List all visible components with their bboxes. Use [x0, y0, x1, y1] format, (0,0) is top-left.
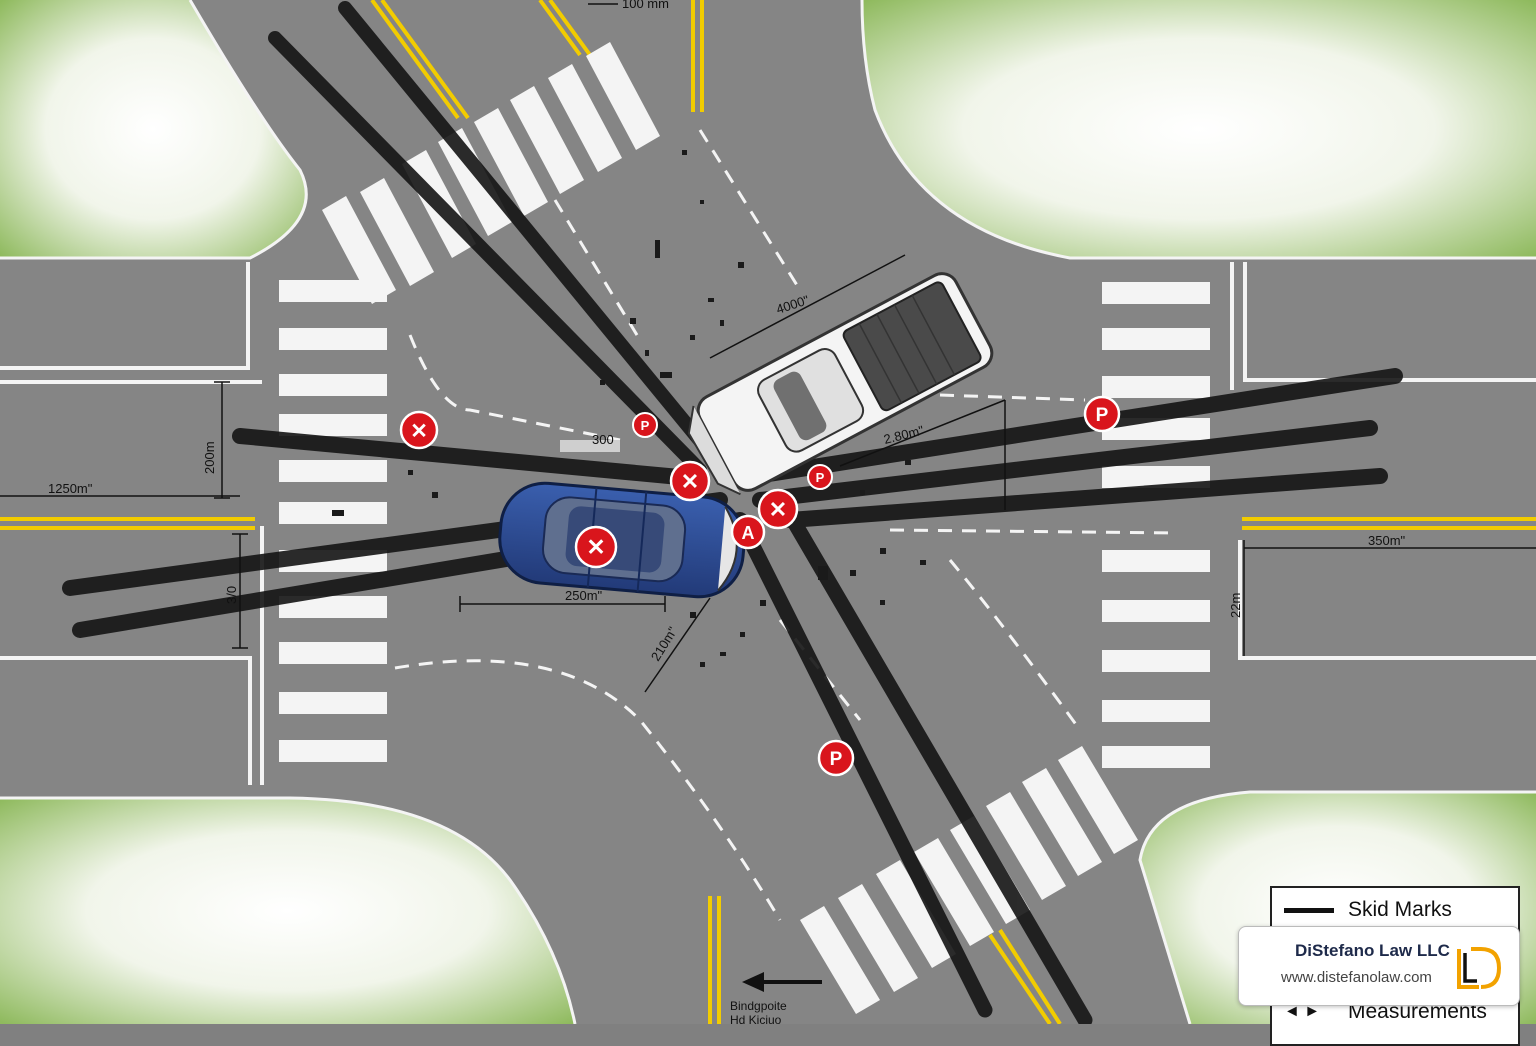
road-text: Bindgpoite — [730, 999, 787, 1013]
road-text: Hd Kiciuo — [730, 1013, 782, 1024]
svg-text:P: P — [641, 418, 650, 433]
a-marker: A — [730, 514, 766, 550]
measurement-label: 300 — [592, 432, 614, 447]
dashed-guides — [394, 129, 1176, 921]
blue-car — [498, 481, 746, 599]
brand-url: www.distefanolaw.com — [1281, 969, 1432, 986]
svg-text:P: P — [1096, 405, 1109, 426]
p-marker: P — [817, 739, 855, 777]
svg-text:P: P — [816, 470, 825, 485]
skid-marks — [62, 1, 1403, 1024]
legend-skid-label: Skid Marks — [1348, 898, 1452, 921]
legend-skid-marks: Skid Marks — [1284, 898, 1452, 922]
x-marker: ✕ — [399, 410, 439, 450]
svg-text:✕: ✕ — [681, 469, 699, 494]
x-marker: ✕ — [574, 525, 618, 569]
measurement-lines — [0, 3, 1536, 693]
white-truck — [687, 272, 994, 496]
grass-top-right — [862, 0, 1536, 258]
direction-arrow — [742, 972, 822, 992]
measurement-label: 350m" — [1368, 533, 1406, 548]
crosswalk-north — [322, 42, 660, 304]
measurement-label: 100 mm — [622, 0, 669, 11]
crosswalk-south — [800, 746, 1138, 1014]
brand-name: DiStefano Law LLC — [1295, 941, 1450, 960]
svg-text:✕: ✕ — [769, 497, 787, 522]
crosswalk-east — [1102, 282, 1210, 768]
brand-logo-icon — [1455, 945, 1502, 991]
markers: P P P P ✕ ✕ ✕ ✕ — [399, 395, 1121, 777]
x-marker: ✕ — [669, 460, 711, 502]
grass-bottom-left — [0, 798, 575, 1024]
p-marker: P — [807, 464, 833, 490]
grass-top-left — [0, 0, 307, 258]
yellow-center-lines — [0, 0, 1536, 1024]
measurement-label: 3/0 — [224, 586, 239, 604]
measurement-label: 250m" — [565, 588, 603, 603]
skid-mark-swatch — [1284, 907, 1334, 913]
svg-text:✕: ✕ — [586, 534, 605, 560]
accident-scene-diagram: 1250m" 200m 3/0 250m" 300 4000" 2.80m" 2… — [0, 0, 1536, 1024]
x-marker: ✕ — [757, 488, 799, 530]
svg-text:P: P — [830, 749, 843, 770]
svg-text:A: A — [742, 523, 755, 543]
p-marker: P — [1083, 395, 1121, 433]
p-marker: P — [632, 412, 658, 438]
measurement-label: 200m — [202, 441, 217, 474]
svg-text:✕: ✕ — [410, 420, 428, 443]
measurement-arrow-icon: ◄ ► — [1284, 1003, 1321, 1020]
crosswalk-west — [279, 280, 387, 762]
measurement-label: 1250m" — [48, 481, 93, 496]
brand-badge: DiStefano Law LLC www.distefanolaw.com — [1238, 926, 1520, 1006]
measurement-label: 22m — [1228, 593, 1243, 618]
curbs — [0, 0, 1536, 1024]
